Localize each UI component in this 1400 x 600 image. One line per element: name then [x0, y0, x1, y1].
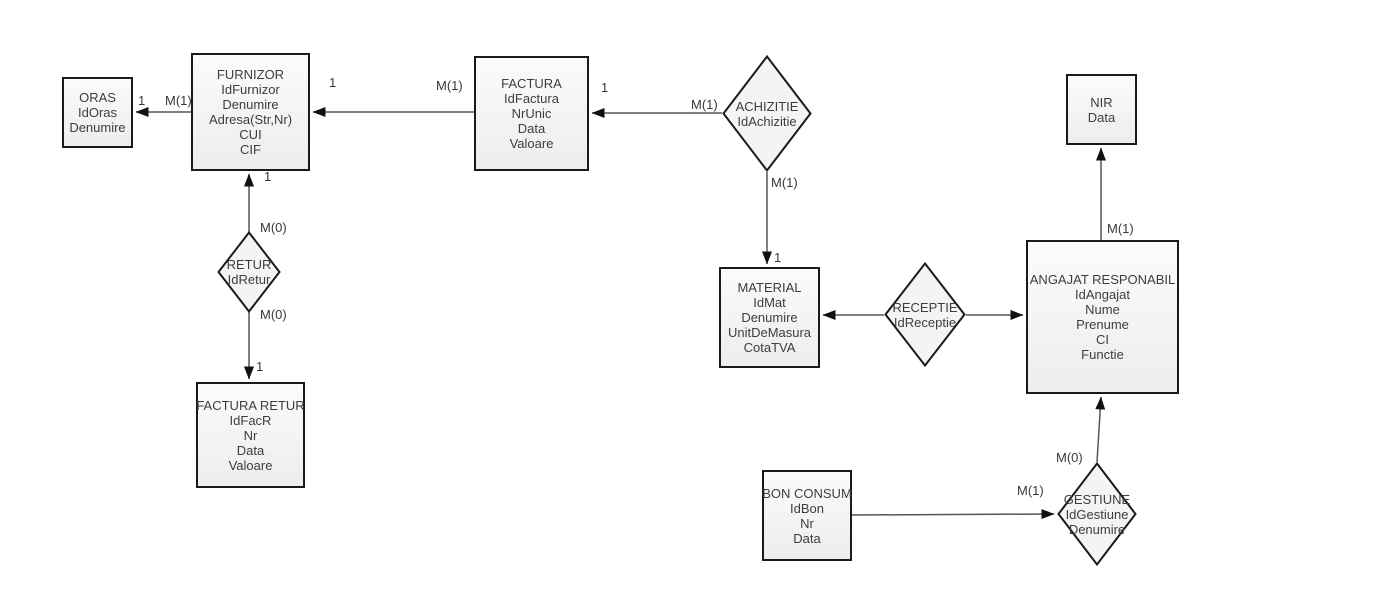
cardinality-label: M(1) [436, 78, 463, 93]
entity-attribute: Denumire [741, 310, 798, 325]
entity-attribute: Valoare [509, 136, 554, 151]
entity-title: FACTURA RETUR [196, 397, 305, 413]
entity-attribute: IdFacR [229, 412, 272, 428]
entity-attribute: IdOras [77, 105, 117, 120]
entity-attribute: Adresa(Str,Nr) [208, 112, 293, 127]
relationship-attribute: Denumire [1068, 521, 1126, 537]
entity-attribute: IdFactura [504, 91, 559, 106]
entity-attribute: CI [1096, 332, 1109, 347]
entity-attribute: Data [793, 530, 821, 546]
cardinality-label: 1 [256, 359, 264, 374]
entity-title: BON CONSUM [762, 485, 852, 501]
entity-title: NIR [1090, 94, 1113, 110]
cardinality-label: 1 [264, 169, 272, 184]
entity-attribute: Data [1087, 109, 1116, 125]
entity-bon-consum: BON CONSUM IdBon Nr Data [762, 470, 852, 561]
entity-attribute: CIF [240, 142, 261, 157]
cardinality-label: 1 [601, 80, 609, 95]
entity-attribute: CotaTVA [743, 340, 796, 355]
cardinality-label: M(1) [165, 93, 192, 108]
diamond-shape [1057, 461, 1137, 567]
relationship-attribute: IdReceptie [893, 314, 957, 330]
entity-title: MATERIAL [737, 280, 802, 295]
cardinality-label: M(0) [260, 307, 287, 322]
diamond-shape [722, 54, 812, 173]
cardinality-label: M(1) [771, 175, 798, 190]
entity-attribute: NrUnic [511, 106, 552, 121]
relationship-retur: RETUR IdRetur [217, 230, 281, 314]
entity-attribute: UnitDeMasura [727, 325, 812, 340]
entity-attribute: Valoare [228, 457, 273, 473]
entity-furnizor: FURNIZOR IdFurnizor Denumire Adresa(Str,… [191, 53, 310, 171]
entity-oras: ORAS IdOras Denumire [62, 77, 133, 148]
cardinality-label: M(1) [1107, 221, 1134, 236]
relationship-attribute: IdGestiune [1065, 506, 1129, 522]
entity-attribute: Data [236, 442, 265, 458]
diamond-shape [884, 261, 966, 368]
entity-nir: NIR Data [1066, 74, 1137, 145]
entity-attribute: IdBon [790, 500, 824, 516]
entity-attribute: Nr [243, 427, 258, 443]
entity-attribute: IdFurnizor [221, 82, 280, 97]
relationship-receptie: RECEPTIE IdReceptie [884, 261, 966, 368]
entity-material: MATERIAL IdMat Denumire UnitDeMasura Cot… [719, 267, 820, 368]
cardinality-label: M(0) [1056, 450, 1083, 465]
entity-factura: FACTURA IdFactura NrUnic Data Valoare [474, 56, 589, 171]
relationship-title: RETUR [226, 257, 272, 272]
cardinality-label: M(1) [1017, 483, 1044, 498]
entity-attribute: Prenume [1076, 317, 1129, 332]
entity-title: FURNIZOR [216, 67, 285, 82]
entity-factura-retur: FACTURA RETUR IdFacR Nr Data Valoare [196, 382, 305, 488]
entity-attribute: Denumire [69, 120, 126, 135]
cardinality-label: 1 [774, 250, 782, 265]
entity-attribute: Functie [1081, 347, 1124, 362]
cardinality-label: M(1) [691, 97, 718, 112]
connector-gestiune-angajat [1095, 396, 1106, 463]
relationship-gestiune: GESTIUNE IdGestiune Denumire [1057, 461, 1137, 567]
entity-title: ANGAJAT RESPONABIL [1029, 272, 1176, 287]
entity-attribute: CUI [239, 127, 262, 142]
relationship-achizitie: ACHIZITIE IdAchizitie [722, 54, 812, 173]
entity-attribute: Nume [1085, 302, 1120, 317]
relationship-attribute: IdAchizitie [737, 113, 797, 129]
relationship-title: RECEPTIE [892, 299, 958, 315]
entity-attribute: IdAngajat [1075, 287, 1130, 302]
relationship-title: GESTIUNE [1063, 491, 1131, 507]
entity-angajat-responabil: ANGAJAT RESPONABIL IdAngajat Nume Prenum… [1026, 240, 1179, 394]
entity-title: ORAS [79, 90, 116, 105]
relationship-title: ACHIZITIE [735, 98, 799, 114]
cardinality-label: 1 [329, 75, 337, 90]
cardinality-label: 1 [138, 93, 146, 108]
entity-title: FACTURA [501, 76, 562, 91]
relationship-attribute: IdRetur [227, 272, 271, 287]
connector-bonconsum-gestiune [851, 509, 1055, 520]
entity-attribute: Nr [800, 515, 814, 531]
cardinality-label: M(0) [260, 220, 287, 235]
entity-attribute: Denumire [222, 97, 279, 112]
diamond-shape [217, 230, 281, 314]
entity-attribute: IdMat [753, 295, 786, 310]
entity-attribute: Data [517, 121, 546, 136]
